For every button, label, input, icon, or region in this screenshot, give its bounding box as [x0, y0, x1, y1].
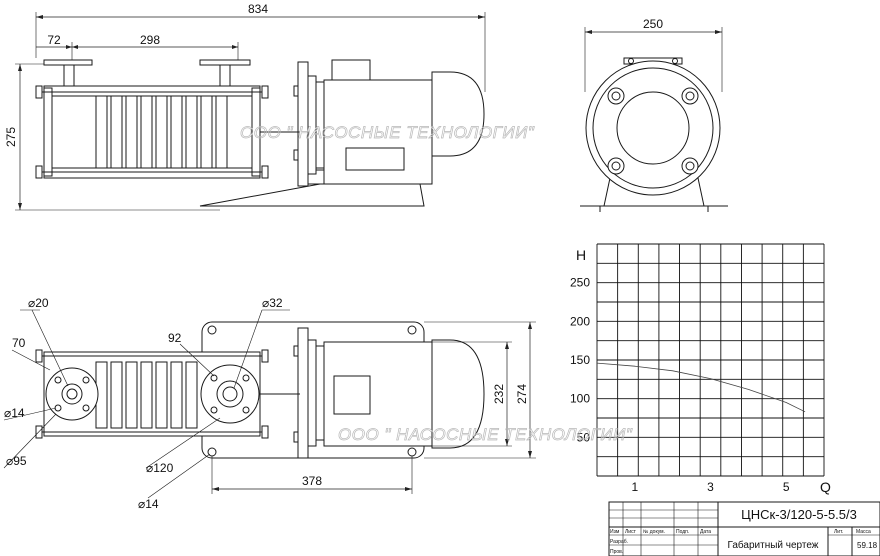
chart-tick-labels: 250 200 150 100 50 1 3 5: [570, 276, 790, 494]
top-view: 232 274 378 ⌀20 70 ⌀14 ⌀95 ⌀32 92 ⌀120 ⌀…: [3, 296, 536, 511]
overall-length-label: 834: [248, 2, 268, 16]
col-lit: Лит.: [834, 529, 843, 535]
nozzle-spacing-label: 298: [140, 33, 160, 47]
h-q-curve: [596, 362, 806, 413]
y-tick-label: 150: [570, 353, 590, 367]
col-date: Дата: [700, 529, 711, 535]
row-dev: Разраб.: [610, 539, 628, 545]
y-tick-label: 100: [570, 392, 590, 406]
base-length-label: 378: [302, 474, 322, 488]
dia-flange-outlet-label: ⌀120: [146, 461, 174, 475]
dim-70-label: 70: [12, 336, 26, 350]
chart-grid: [596, 243, 825, 477]
chart-ylabel: H: [576, 247, 586, 263]
row-check: Пров.: [610, 549, 623, 555]
height-label: 275: [4, 127, 18, 147]
dia-inlet-label: ⌀20: [28, 296, 49, 310]
designation-text: ЦНСк-3/120-5-5.5/3: [741, 507, 857, 522]
col-list: Лист: [625, 529, 637, 535]
x-tick-label: 5: [783, 480, 790, 494]
dim-232-label: 232: [492, 384, 506, 404]
x-tick-label: 1: [631, 480, 638, 494]
nozzle-offset-label: 72: [47, 33, 61, 47]
col-sign: Подп.: [676, 529, 689, 535]
y-tick-label: 200: [570, 314, 590, 328]
end-view: 250: [580, 17, 728, 212]
y-tick-label: 50: [577, 430, 591, 444]
drawing-name-text: Габаритный чертеж: [728, 539, 819, 551]
dia-mount-hole-label: ⌀14: [138, 497, 159, 511]
dim-274-label: 274: [515, 384, 529, 404]
col-mass: Масса: [856, 529, 871, 535]
dim-92-label: 92: [168, 331, 182, 345]
mass-value: 59.18: [857, 541, 878, 550]
pump-stages: [95, 95, 228, 169]
title-block: ЦНСк-3/120-5-5.5/3 Габаритный чертеж Лит…: [608, 501, 880, 556]
chart-xlabel: Q: [820, 479, 831, 495]
dia-outlet-label: ⌀32: [262, 296, 283, 310]
y-tick-label: 250: [570, 276, 590, 290]
side-view: 834 72 298 275: [4, 2, 486, 211]
dia-flange-inlet-label: ⌀95: [6, 454, 27, 468]
dia-bolt-label: ⌀14: [4, 406, 25, 420]
watermark-top: ООО " НАСОСНЫЕ ТЕХНОЛОГИИ": [240, 123, 535, 142]
watermark-bottom: ООО " НАСОСНЫЕ ТЕХНОЛОГИИ": [338, 425, 633, 444]
x-tick-label: 3: [707, 480, 714, 494]
col-izm: Изм: [610, 529, 620, 535]
col-doc: № докум.: [643, 529, 665, 535]
performance-chart: 250 200 150 100 50 1 3 5 H Q: [570, 243, 831, 495]
top-pump-stages: [95, 361, 198, 429]
end-width-label: 250: [643, 17, 663, 31]
